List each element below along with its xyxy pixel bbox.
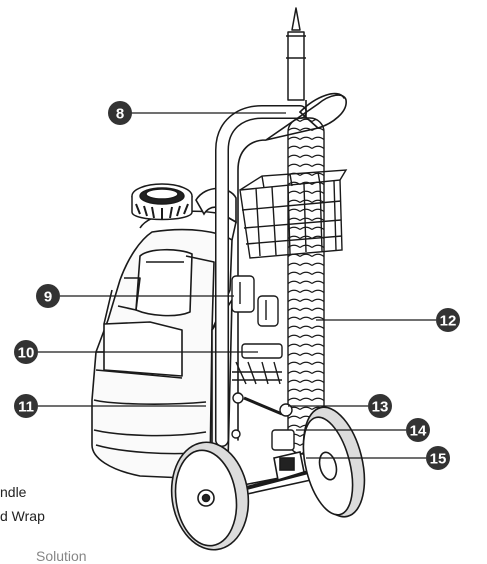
coiled-hose bbox=[287, 100, 325, 455]
spray-wand-icon bbox=[286, 7, 306, 101]
callout-12: 12 bbox=[436, 308, 460, 332]
legend-line-solution: Solution bbox=[36, 548, 87, 564]
wand-handle bbox=[215, 92, 347, 447]
svg-text:12: 12 bbox=[440, 313, 457, 330]
legend-line-handle: ndle bbox=[0, 484, 27, 500]
svg-text:15: 15 bbox=[430, 451, 447, 468]
legend-line-cord-wrap: d Wrap bbox=[0, 508, 45, 524]
leader-lines bbox=[38, 112, 436, 459]
right-wheel bbox=[302, 406, 366, 518]
svg-text:10: 10 bbox=[18, 345, 35, 362]
svg-text:14: 14 bbox=[410, 423, 427, 440]
svg-text:8: 8 bbox=[116, 106, 124, 123]
svg-text:11: 11 bbox=[18, 399, 34, 416]
callout-8: 8 bbox=[108, 101, 132, 125]
callout-10: 10 bbox=[14, 340, 38, 364]
callout-15: 15 bbox=[426, 446, 450, 470]
pressure-gauge-icon bbox=[131, 183, 193, 221]
callout-9: 9 bbox=[36, 284, 60, 308]
callout-13: 13 bbox=[368, 394, 392, 418]
svg-text:9: 9 bbox=[44, 289, 52, 306]
callout-11: 11 bbox=[14, 394, 38, 418]
callout-14: 14 bbox=[406, 418, 430, 442]
svg-text:13: 13 bbox=[372, 399, 389, 416]
cord-wrap-hooks bbox=[231, 275, 295, 451]
machine-body bbox=[91, 210, 237, 479]
left-wheel bbox=[170, 441, 250, 551]
